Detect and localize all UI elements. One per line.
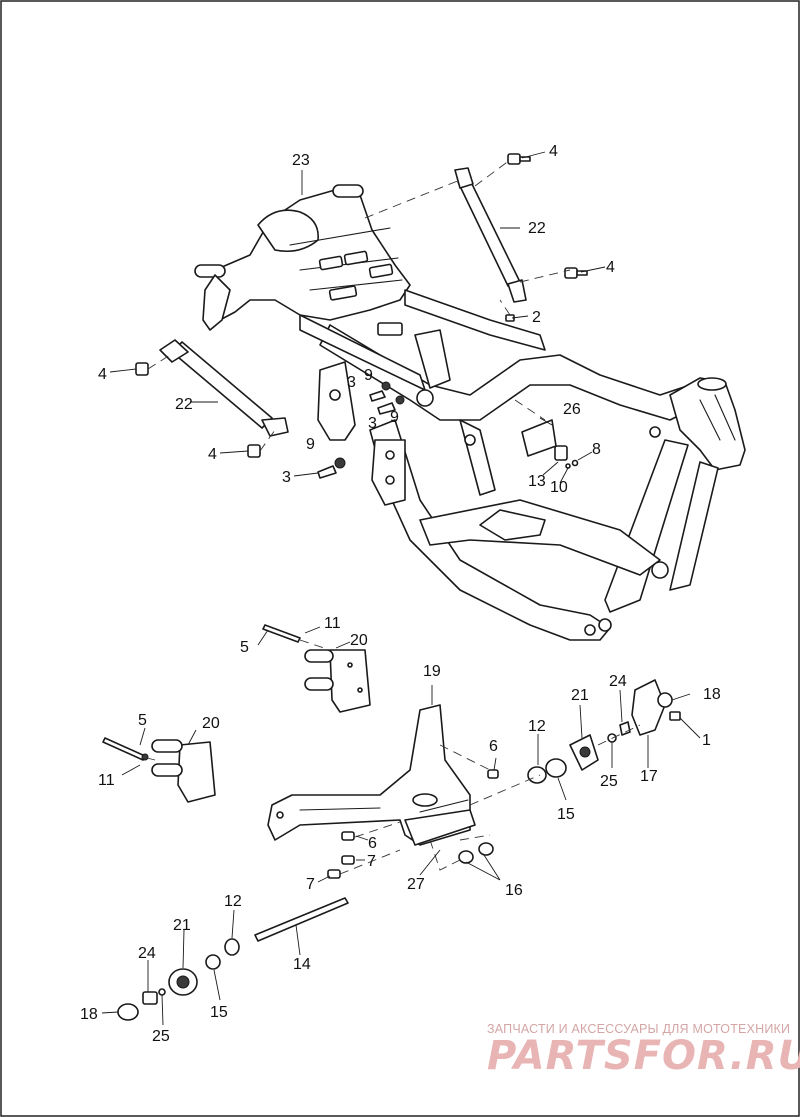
callout-9: 9 bbox=[364, 367, 373, 384]
callout-12: 12 bbox=[224, 893, 242, 910]
callout-25: 25 bbox=[600, 773, 618, 790]
callout-13: 13 bbox=[528, 473, 546, 490]
callout-7: 7 bbox=[367, 853, 376, 870]
callout-24: 24 bbox=[609, 673, 627, 690]
callout-9: 9 bbox=[306, 436, 315, 453]
callout-4: 4 bbox=[606, 259, 615, 276]
callout-20: 20 bbox=[350, 632, 368, 649]
callout-11: 11 bbox=[324, 615, 341, 632]
callout-4: 4 bbox=[549, 143, 558, 160]
callout-1: 1 bbox=[702, 732, 711, 749]
callout-18: 18 bbox=[80, 1006, 98, 1023]
watermark: ЗАПЧАСТИ И АКСЕССУАРЫ ДЛЯ МОТОТЕХНИКИ PA… bbox=[487, 1022, 800, 1079]
watermark-tagline: ЗАПЧАСТИ И АКСЕССУАРЫ ДЛЯ МОТОТЕХНИКИ bbox=[487, 1022, 790, 1036]
bolt-4-top bbox=[507, 153, 531, 165]
callout-24: 24 bbox=[138, 945, 156, 962]
callout-8: 8 bbox=[592, 441, 601, 458]
assembly-lines bbox=[146, 159, 641, 875]
callout-21: 21 bbox=[173, 917, 191, 934]
bolt-7a bbox=[341, 855, 355, 865]
bolt-7b bbox=[327, 869, 341, 879]
callout-25: 25 bbox=[152, 1028, 170, 1045]
bolt-4-low bbox=[247, 444, 261, 458]
watermark-brand: PARTSFOR.RU bbox=[487, 1033, 800, 1079]
mount-plate-20-lower bbox=[102, 737, 216, 803]
shock-absorber-right bbox=[454, 167, 527, 303]
bolt-4-left bbox=[135, 362, 149, 376]
callout-22: 22 bbox=[528, 220, 546, 237]
bolt-4-mid bbox=[564, 267, 588, 279]
bolt-washer-set bbox=[317, 381, 405, 479]
callout-6: 6 bbox=[489, 738, 498, 755]
callout-21: 21 bbox=[571, 687, 589, 704]
callout-19: 19 bbox=[423, 663, 441, 680]
callout-5: 5 bbox=[138, 712, 147, 729]
mount-plate-20-upper bbox=[262, 624, 371, 713]
bracket-26 bbox=[521, 419, 579, 469]
main-frame bbox=[194, 184, 746, 641]
callout-18: 18 bbox=[703, 686, 721, 703]
callout-20: 20 bbox=[202, 715, 220, 732]
callout-12: 12 bbox=[528, 718, 546, 735]
callout-9: 9 bbox=[390, 409, 399, 426]
bolt-6-upper bbox=[487, 769, 499, 779]
callout-6: 6 bbox=[368, 835, 377, 852]
pivot-right-set bbox=[527, 679, 681, 784]
callout-15: 15 bbox=[210, 1004, 228, 1021]
callout-11: 11 bbox=[98, 772, 115, 789]
pivot-left-set bbox=[117, 897, 349, 1021]
leader-lines bbox=[101, 151, 701, 1026]
callout-7: 7 bbox=[306, 876, 315, 893]
callout-23: 23 bbox=[292, 152, 310, 169]
callout-16: 16 bbox=[505, 882, 523, 899]
callout-3: 3 bbox=[282, 469, 291, 486]
callout-14: 14 bbox=[293, 956, 311, 973]
callout-3: 3 bbox=[347, 374, 356, 391]
callout-4: 4 bbox=[208, 446, 217, 463]
callout-3: 3 bbox=[368, 415, 377, 432]
callout-22: 22 bbox=[175, 396, 193, 413]
callout-5: 5 bbox=[240, 639, 249, 656]
callout-4: 4 bbox=[98, 366, 107, 383]
callouts: 23 4 22 4 2 4 3 9 9 3 22 26 4 9 8 3 13 1… bbox=[80, 143, 721, 1045]
bushings-16 bbox=[458, 842, 494, 864]
shock-absorber-left bbox=[159, 339, 289, 437]
callout-2: 2 bbox=[532, 309, 541, 326]
callout-17: 17 bbox=[640, 768, 658, 785]
bolt-6-lower bbox=[341, 831, 355, 841]
callout-27: 27 bbox=[407, 876, 425, 893]
callout-26: 26 bbox=[563, 401, 581, 418]
swingarm-19 bbox=[267, 704, 476, 846]
callout-15: 15 bbox=[557, 806, 575, 823]
callout-10: 10 bbox=[550, 479, 568, 496]
